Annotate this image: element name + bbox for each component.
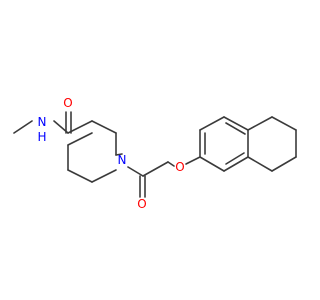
bond-ch2-o	[167, 161, 175, 167]
bond-acyl-ch2	[142, 161, 169, 177]
atom-n-amide: N	[38, 115, 47, 129]
bond-pip-1	[91, 120, 117, 134]
bond-sat-2	[271, 116, 297, 131]
atom-o-ether: O	[175, 160, 184, 174]
bond-amide-c-ring	[67, 120, 93, 134]
atom-o-ketone: O	[137, 197, 146, 211]
bond-ar-5d	[225, 152, 245, 165]
bond-ar-2	[199, 116, 225, 131]
molecule-canvas: O N H N O O	[13, 96, 297, 211]
bond-pip-4	[91, 169, 117, 183]
bond-pip-5	[67, 169, 93, 183]
bond-pip-3	[115, 153, 123, 156]
bond-ar-3	[223, 116, 249, 131]
bond-methyl-n	[13, 120, 33, 134]
atom-h-amide: H	[37, 130, 46, 144]
bond-ar-6	[199, 156, 225, 172]
bond-o-aryl	[185, 156, 201, 165]
atom-o-amide: O	[63, 96, 72, 110]
atom-n-ring: N	[118, 153, 127, 167]
bond-pip-7	[67, 132, 93, 146]
structure-diagram: O N H N O O	[13, 96, 297, 211]
bond-sat-4	[271, 156, 297, 172]
bond-sat-1	[247, 116, 273, 131]
bond-sat-5	[247, 156, 273, 172]
bond-n-acyl	[127, 166, 144, 177]
bond-ar-3d	[225, 122, 246, 135]
bond-ar-5	[223, 156, 249, 172]
